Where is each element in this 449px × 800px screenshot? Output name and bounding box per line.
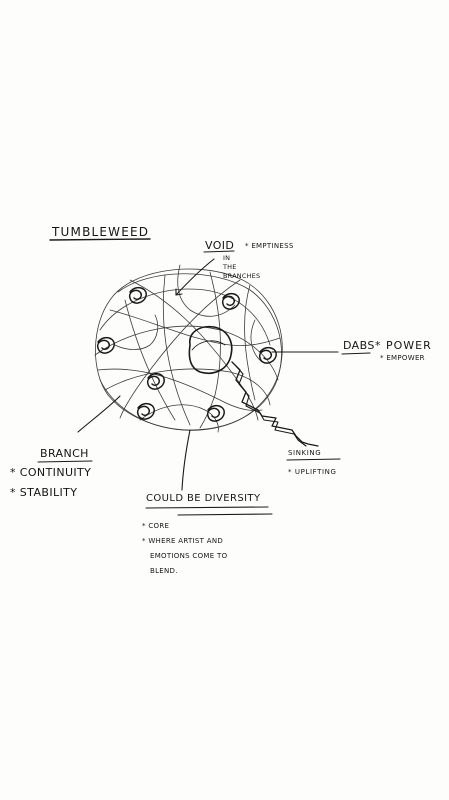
diversity-blend-note: BLEND. [150, 567, 178, 575]
branches-label: BRANCHES [223, 272, 261, 280]
dab-6 [136, 402, 155, 420]
void-label: VOID [205, 239, 235, 252]
diversity-label: COULD BE DIVERSITY [146, 493, 261, 504]
branch-label: BRANCH [40, 447, 89, 460]
dab-1 [128, 286, 147, 304]
diversity-emotions-note: EMOTIONS COME TO [150, 552, 228, 560]
diversity-underline-1 [145, 506, 269, 509]
dabs-label: DABS [343, 339, 375, 352]
tumbleweed-outline [94, 264, 283, 433]
diversity-underline-2 [177, 513, 273, 516]
dab-7 [206, 404, 225, 422]
dab-3 [96, 336, 115, 354]
title: TUMBLEWEED [52, 225, 150, 239]
diversity-core-note: * CORE [142, 522, 170, 530]
void-underline [203, 250, 235, 253]
dabs-underline [341, 352, 371, 355]
dab-scribbles [96, 286, 277, 422]
dab-2 [221, 292, 240, 310]
sinking-underline [286, 458, 341, 461]
in-label: IN [223, 254, 231, 262]
branch-underline [37, 460, 93, 463]
diversity-where-note: * WHERE ARTIST AND [142, 537, 224, 545]
dabs-empower-note: * EMPOWER [380, 354, 425, 362]
uplifting-note: * UPLIFTING [288, 468, 337, 476]
void-arrow [175, 258, 215, 296]
branch-pointer [77, 395, 121, 433]
jagged-branch [231, 361, 319, 447]
dab-5 [258, 346, 277, 364]
diversity-pointer [181, 429, 191, 491]
branch-stability-note: * STABILITY [10, 486, 78, 499]
void-center [188, 325, 233, 374]
dabs-power-note: * POWER [375, 339, 432, 352]
branch-continuity-note: * CONTINUITY [10, 466, 92, 479]
dab-4 [146, 372, 165, 390]
the-label: THE [223, 263, 237, 271]
sinking-label: SINKING [288, 449, 322, 457]
void-note: * EMPTINESS [245, 242, 294, 250]
title-underline [49, 238, 151, 241]
